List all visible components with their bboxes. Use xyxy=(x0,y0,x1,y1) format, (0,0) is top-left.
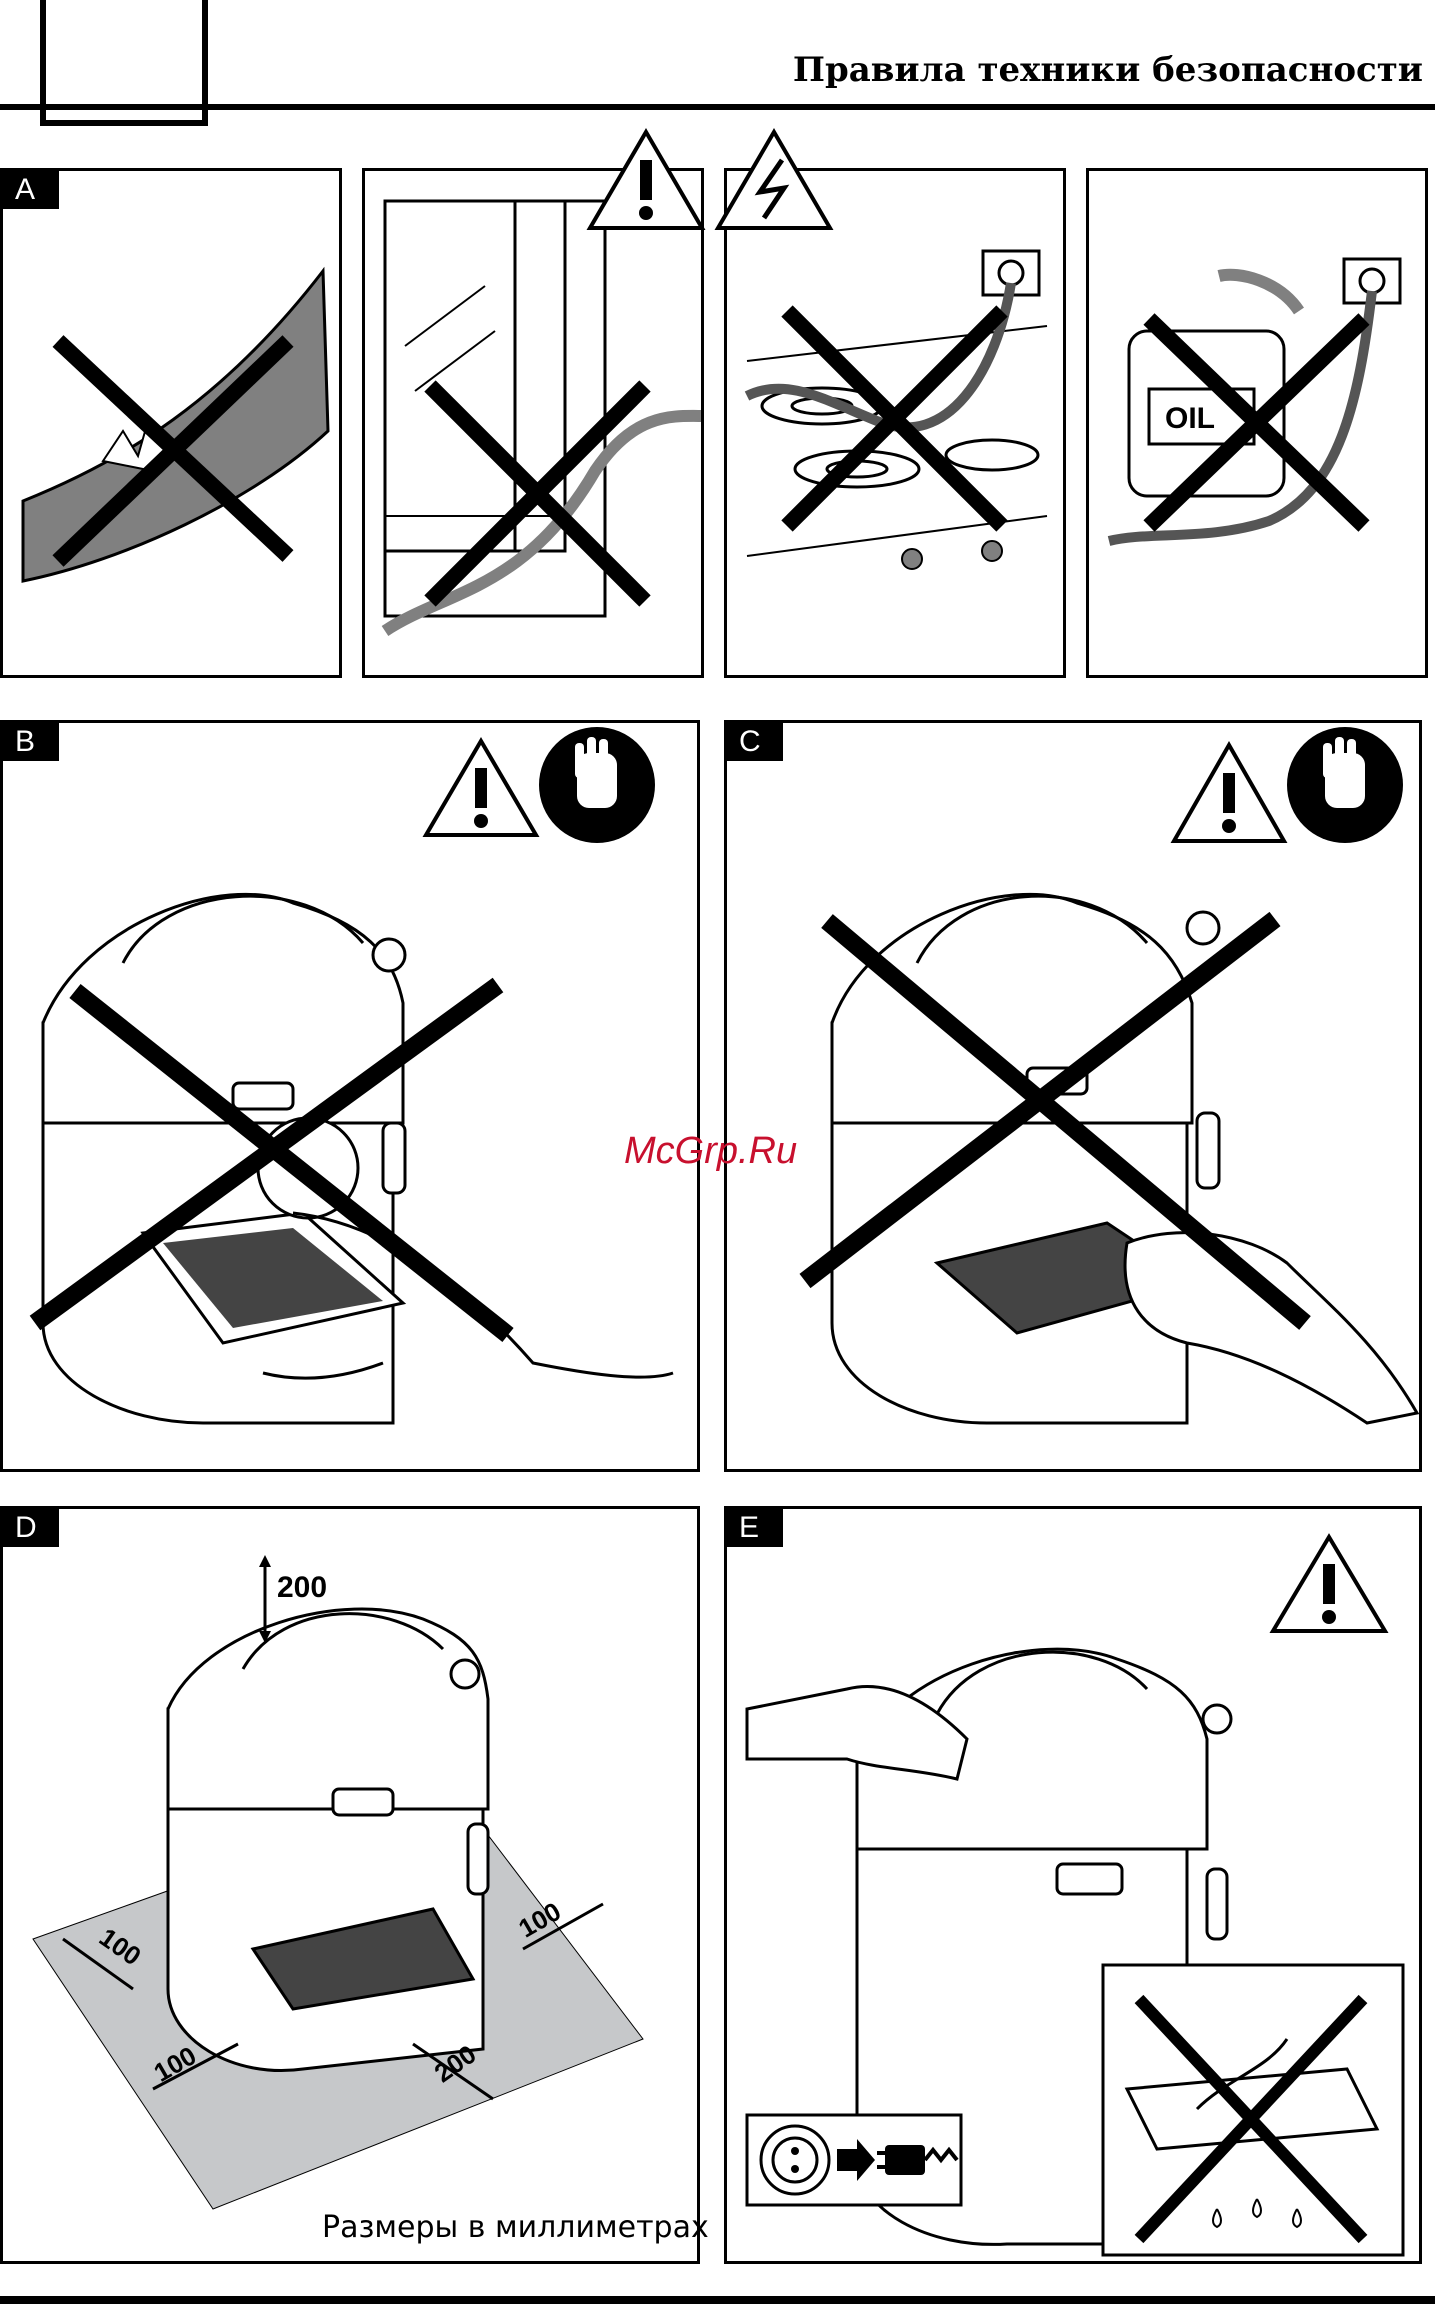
hand-under-spout-illustration xyxy=(727,723,1422,1472)
clearance-diagram: 200 100 100 100 200 xyxy=(3,1509,700,2264)
hazard-icons-row-a xyxy=(0,0,1435,240)
panel-b: B xyxy=(0,720,700,1472)
panel-c: C xyxy=(724,720,1422,1472)
panel-a2 xyxy=(362,168,704,678)
panel-a4: OIL xyxy=(1086,168,1428,678)
drip-tray-prohibited-inset xyxy=(1103,1965,1403,2255)
dim-top: 200 xyxy=(277,1571,327,1604)
panel-d: D 200 100 100 100 200 xyxy=(0,1506,700,2264)
stop-hand-icon xyxy=(539,727,655,843)
warning-triangle-icon xyxy=(590,132,702,228)
warning-triangle-icon xyxy=(1273,1537,1385,1631)
electric-hazard-icon xyxy=(718,132,830,228)
watermark: McGrp.Ru xyxy=(624,1130,797,1173)
panel-a3 xyxy=(724,168,1066,678)
cleaning-illustration xyxy=(727,1509,1422,2264)
unplug-icon xyxy=(747,2115,961,2205)
cord-oil-illustration: OIL xyxy=(1089,171,1428,678)
child-near-machine-illustration xyxy=(3,723,700,1472)
footer-rule xyxy=(0,2296,1435,2304)
stop-hand-icon xyxy=(1287,727,1403,843)
cord-in-door-illustration xyxy=(365,171,704,678)
cord-near-hob-illustration xyxy=(727,171,1066,678)
panel-a1: A xyxy=(0,168,342,678)
warning-triangle-icon xyxy=(426,741,536,835)
damaged-cord-illustration xyxy=(3,171,342,678)
warning-triangle-icon xyxy=(1174,745,1284,841)
oil-label: OIL xyxy=(1165,402,1215,435)
panel-e: E xyxy=(724,1506,1422,2264)
dimensions-caption: Размеры в миллиметрах xyxy=(322,2210,709,2245)
